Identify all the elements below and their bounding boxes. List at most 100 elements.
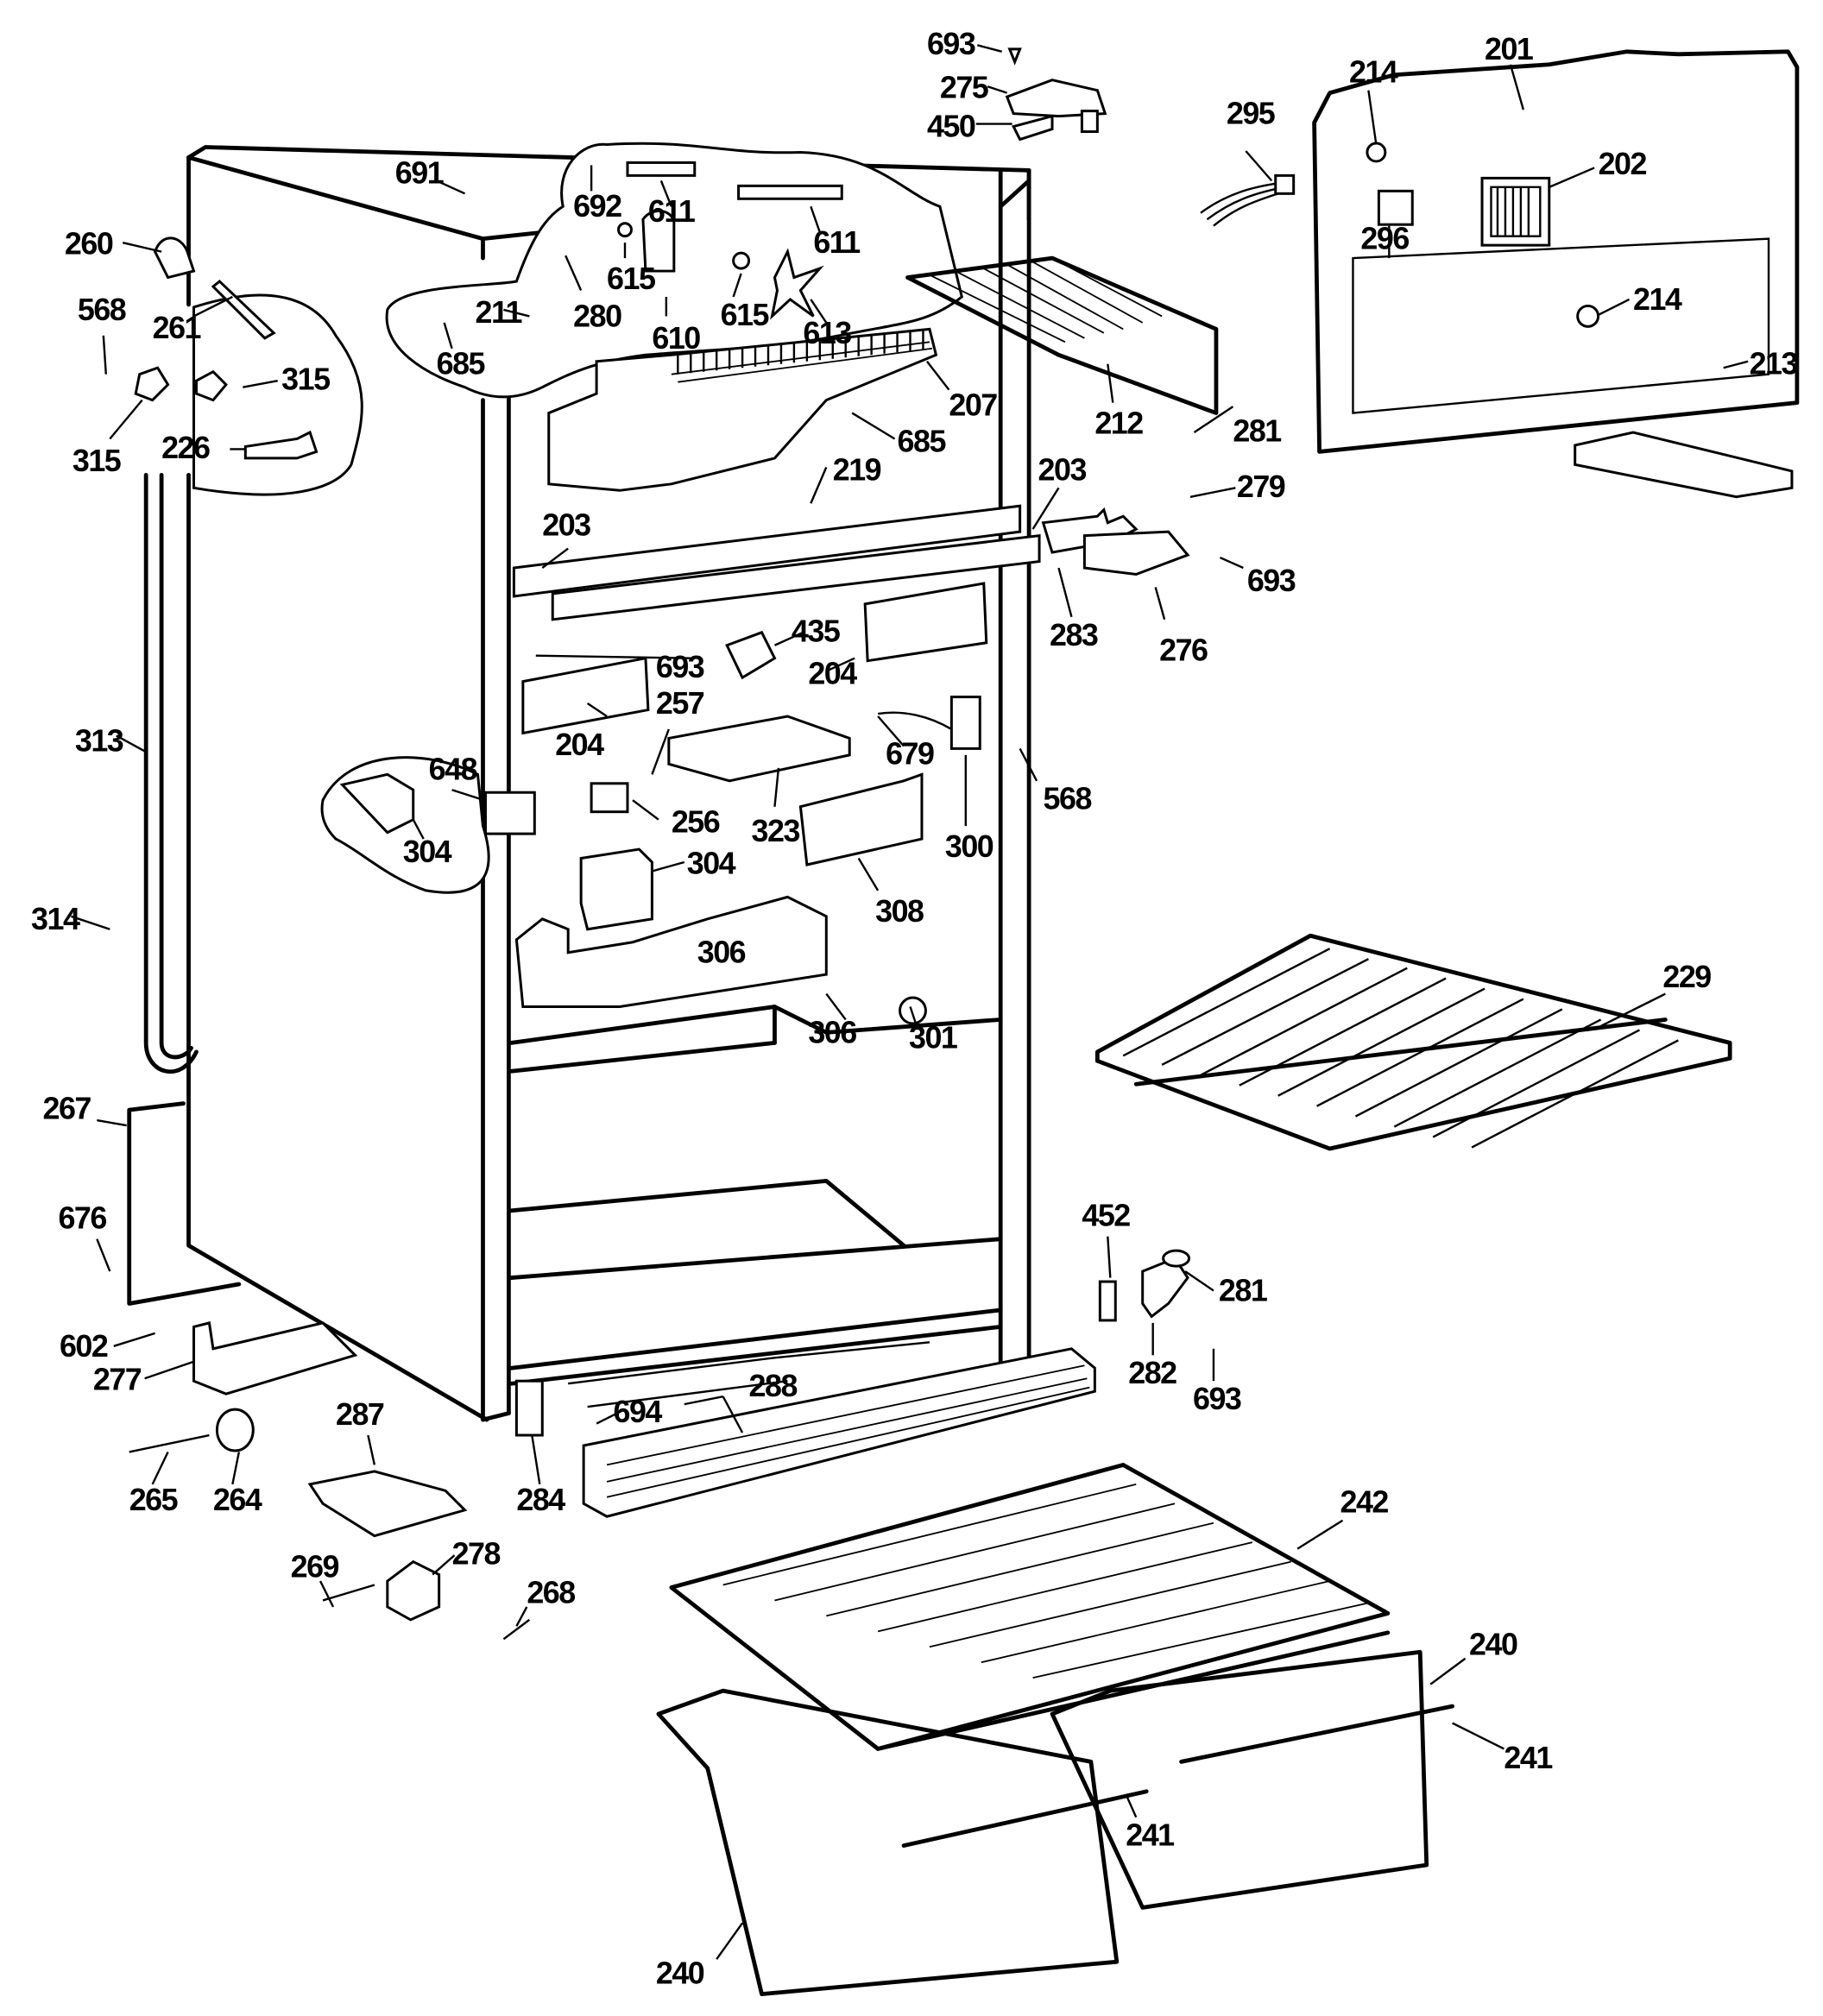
callout-219: 219 — [833, 452, 881, 487]
callout-693: 693 — [1247, 564, 1296, 598]
callout-615: 615 — [721, 298, 769, 332]
callout-306: 306 — [697, 936, 746, 970]
tube-261 — [211, 280, 276, 340]
callout-203: 203 — [1038, 452, 1087, 487]
callout-323: 323 — [752, 814, 800, 848]
callout-610: 610 — [652, 321, 700, 356]
hinge-shim — [514, 1379, 544, 1437]
light-socket — [725, 630, 777, 680]
callout-277: 277 — [93, 1363, 142, 1397]
leader-lines — [71, 44, 1749, 1960]
callout-315: 315 — [281, 362, 330, 397]
callout-201: 201 — [1485, 32, 1533, 66]
callout-602: 602 — [60, 1329, 108, 1364]
callout-693: 693 — [656, 650, 704, 684]
callout-275: 275 — [940, 71, 988, 105]
callout-306: 306 — [808, 1015, 856, 1049]
mullion-bar — [512, 504, 1190, 621]
callout-241: 241 — [1126, 1818, 1174, 1853]
callout-692: 692 — [573, 189, 621, 224]
evaporator-fan-parts — [547, 161, 938, 492]
callout-615: 615 — [607, 261, 655, 296]
callout-214: 214 — [1633, 282, 1682, 317]
callout-211: 211 — [476, 295, 522, 330]
side-panel — [127, 1101, 242, 1306]
callout-280: 280 — [573, 299, 621, 333]
callout-452: 452 — [1082, 1199, 1130, 1233]
control-box — [667, 715, 851, 783]
callout-282: 282 — [1128, 1356, 1176, 1390]
callout-276: 276 — [1159, 633, 1208, 668]
back-panel — [1312, 49, 1800, 454]
callout-287: 287 — [336, 1397, 384, 1432]
callout-281: 281 — [1233, 413, 1281, 448]
callout-679: 679 — [886, 736, 934, 771]
callout-315: 315 — [73, 444, 121, 478]
callout-labels: 693 275 450 201 214 295 202 296 214 213 … — [31, 27, 1799, 1991]
callout-611: 611 — [648, 194, 695, 229]
callout-257: 257 — [656, 686, 704, 721]
callout-207: 207 — [949, 388, 997, 423]
callout-214: 214 — [1349, 55, 1398, 90]
callout-278: 278 — [452, 1537, 501, 1572]
callout-313: 313 — [75, 723, 123, 758]
callout-229: 229 — [1662, 960, 1711, 994]
callout-269: 269 — [291, 1550, 339, 1584]
switch-housing — [579, 847, 653, 931]
callout-242: 242 — [1340, 1485, 1389, 1520]
callout-301: 301 — [909, 1020, 957, 1055]
callout-568: 568 — [78, 293, 126, 327]
callout-203: 203 — [542, 508, 590, 543]
callout-314: 314 — [31, 902, 80, 936]
callout-694: 694 — [614, 1395, 663, 1429]
callout-213: 213 — [1750, 347, 1798, 381]
callout-691: 691 — [395, 155, 444, 190]
callout-693: 693 — [1193, 1382, 1241, 1416]
callout-435: 435 — [792, 614, 840, 648]
water-valve-fitting — [154, 236, 196, 280]
callout-685: 685 — [437, 347, 485, 381]
callout-241: 241 — [1504, 1741, 1552, 1775]
drain-tube — [143, 472, 199, 1074]
crisper-cover — [669, 1463, 1391, 1751]
callout-284: 284 — [516, 1483, 565, 1517]
callout-308: 308 — [875, 894, 924, 929]
callout-304: 304 — [687, 846, 736, 880]
callout-265: 265 — [129, 1483, 178, 1517]
control-housing — [514, 895, 828, 1008]
callout-295: 295 — [1227, 97, 1275, 131]
callout-240: 240 — [1469, 1627, 1517, 1661]
callout-279: 279 — [1237, 469, 1285, 504]
callout-268: 268 — [527, 1575, 575, 1610]
callout-611: 611 — [813, 225, 860, 260]
freezer-shelf — [905, 255, 1219, 415]
callout-648: 648 — [429, 752, 477, 786]
bracket-left — [521, 656, 650, 735]
callout-450: 450 — [927, 110, 975, 144]
callout-204: 204 — [808, 657, 857, 691]
knob — [899, 996, 927, 1025]
leveling-bracket — [192, 1321, 358, 1395]
callout-204: 204 — [555, 728, 604, 762]
callout-613: 613 — [803, 316, 851, 350]
callout-568: 568 — [1044, 782, 1092, 816]
callout-685: 685 — [898, 424, 946, 458]
top-hinge — [1005, 47, 1107, 142]
callout-281: 281 — [1219, 1273, 1267, 1307]
callout-240: 240 — [656, 1956, 704, 1991]
callout-256: 256 — [672, 805, 720, 840]
callout-283: 283 — [1050, 618, 1098, 652]
callout-267: 267 — [43, 1092, 91, 1126]
callout-296: 296 — [1360, 222, 1409, 256]
wire-harness — [1200, 182, 1279, 227]
light-switch — [590, 782, 629, 814]
ice-tray — [1574, 431, 1794, 499]
callout-676: 676 — [58, 1201, 106, 1236]
control-bracket — [798, 772, 924, 866]
callout-226: 226 — [161, 431, 210, 465]
crisper-drawer-right — [1050, 1649, 1455, 1910]
callout-264: 264 — [213, 1483, 262, 1517]
roller-bracket — [386, 1559, 441, 1622]
callout-288: 288 — [749, 1369, 798, 1403]
